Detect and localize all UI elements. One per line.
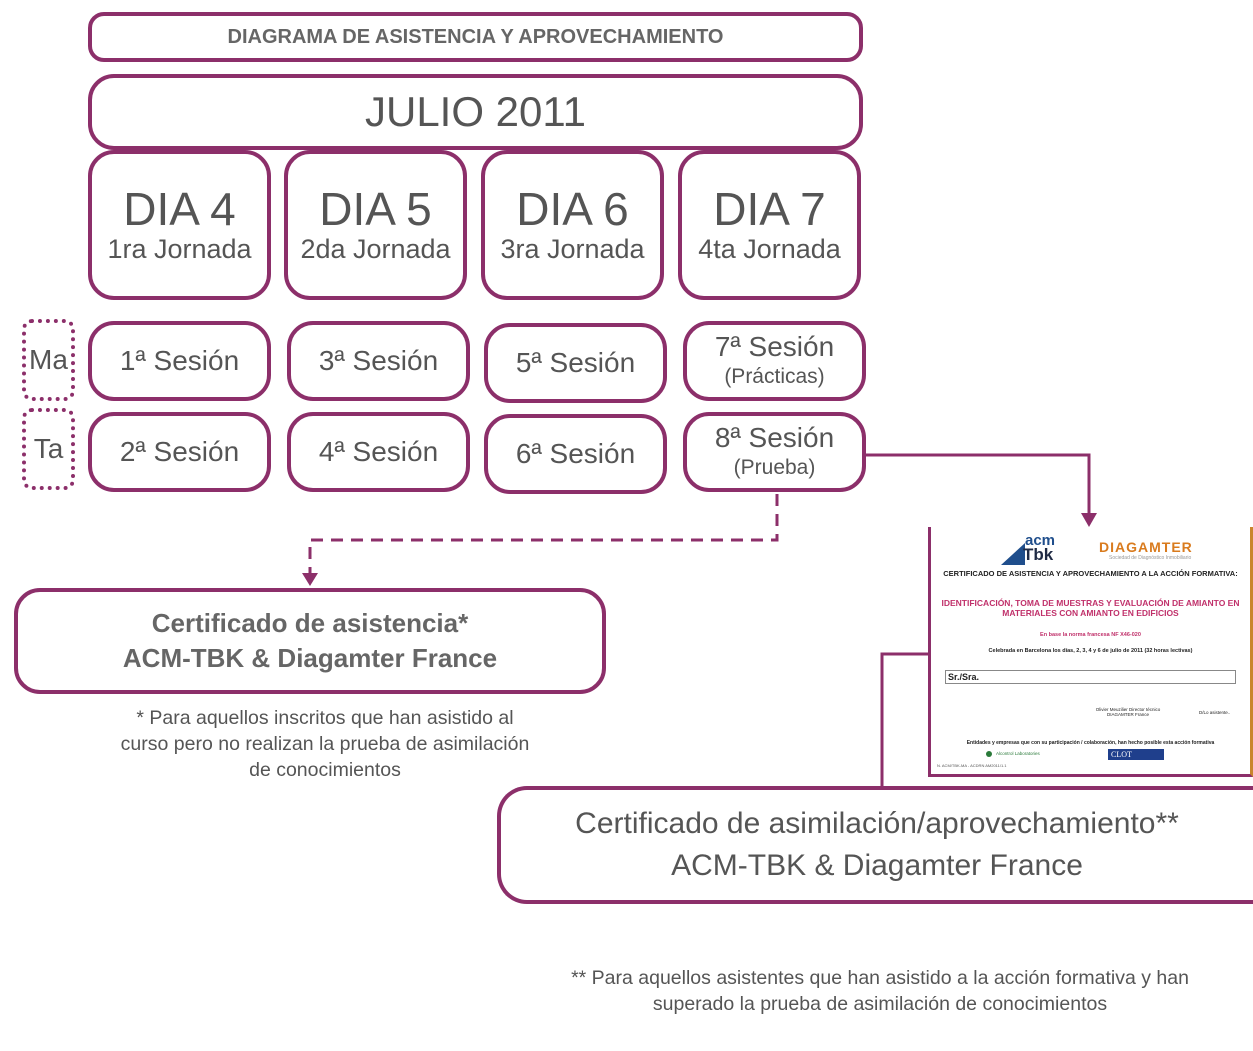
certificate-signer-director: Olivier Meuzilier Director técnico DIAGA… — [1095, 707, 1161, 718]
assimilation-certificate-title: Certificado de asimilación/aprovechamien… — [575, 807, 1179, 840]
alcontrol-logo-text: Alcontrol Laboratories — [996, 751, 1040, 757]
session-1: 1ª Sesión — [88, 321, 271, 401]
acm-logo-triangle — [1001, 543, 1025, 565]
clot-logo: CLOT — [1108, 749, 1164, 760]
period-afternoon: Ta — [22, 408, 75, 490]
attendance-certificate: Certificado de asistencia* ACM-TBK & Dia… — [14, 588, 606, 694]
session-label: 5ª Sesión — [515, 347, 636, 378]
diagamter-logo: DIAGAMTER — [1099, 539, 1193, 555]
alcontrol-logo: Alcontrol Laboratories — [986, 751, 1040, 757]
session-6: 6ª Sesión — [484, 414, 667, 494]
alcontrol-logo-mark — [986, 751, 992, 757]
dashed-connector — [308, 494, 779, 574]
solid-connector-cert — [880, 652, 945, 798]
attendance-certificate-issuers: ACM-TBK & Diagamter France — [122, 643, 498, 673]
session-7: 7ª Sesión (Prácticas) — [683, 321, 866, 401]
day-box-7: DIA 7 4ta Jornada — [678, 150, 861, 300]
session-4: 4ª Sesión — [287, 412, 470, 492]
session-3: 3ª Sesión — [287, 321, 470, 401]
certificate-name-field: Sr./Sra. — [945, 670, 1236, 684]
attendance-certificate-title: Certificado de asistencia* — [151, 607, 469, 638]
day-box-4: DIA 4 1ra Jornada — [88, 150, 271, 300]
attendance-note: * Para aquellos inscritos que han asisti… — [120, 707, 530, 782]
day-number: DIA 4 — [123, 183, 236, 236]
month-label: JULIO 2011 — [364, 88, 586, 135]
solid-connector-doc — [866, 453, 1091, 514]
day-jornada: 1ra Jornada — [107, 233, 252, 264]
day-number: DIA 5 — [319, 183, 432, 236]
assimilation-note: ** Para aquellos asistentes que han asis… — [571, 967, 1189, 1016]
month-box: JULIO 2011 — [88, 74, 863, 150]
diagram-title-text: DIAGRAMA DE ASISTENCIA Y APROVECHAMIENTO — [227, 25, 724, 48]
session-label: 1ª Sesión — [119, 345, 240, 376]
acm-tbk-logo: acm Tbk — [1001, 533, 1081, 567]
session-label: 3ª Sesión — [318, 345, 439, 376]
day-number: DIA 6 — [516, 183, 629, 236]
tbk-logo-text: Tbk — [1023, 545, 1054, 564]
certificate-signer-attendee: D/Lo asistente.. — [1199, 710, 1231, 715]
acm-logo-text: acm — [1025, 532, 1056, 549]
session-label: 6ª Sesión — [515, 438, 636, 469]
dashed-arrowhead — [302, 573, 318, 586]
session-sublabel: (Prácticas) — [724, 364, 825, 388]
session-label: 4ª Sesión — [318, 436, 439, 467]
session-label: 8ª Sesión — [714, 421, 835, 453]
certificate-document: acm Tbk DIAGAMTER Sociedad de Diagnóstic… — [928, 527, 1253, 777]
session-8: 8ª Sesión (Prueba) — [683, 412, 866, 492]
period-morning-label: Ma — [29, 344, 68, 375]
diagram-title: DIAGRAMA DE ASISTENCIA Y APROVECHAMIENTO — [88, 12, 863, 62]
assimilation-certificate: Certificado de asimilación/aprovechamien… — [497, 786, 1253, 904]
session-2: 2ª Sesión — [88, 412, 271, 492]
day-jornada: 3ra Jornada — [500, 233, 645, 264]
certificate-celebrated: Celebrada en Barcelona los días, 2, 3, 4… — [988, 648, 1193, 654]
solid-arrowhead-doc — [1081, 513, 1097, 527]
assimilation-certificate-issuers: ACM-TBK & Diagamter France — [671, 849, 1083, 882]
session-label: 2ª Sesión — [119, 436, 240, 467]
certificate-entities: Entidades y empresas que con su particip… — [966, 740, 1215, 746]
session-5: 5ª Sesión — [484, 323, 667, 403]
day-jornada: 2da Jornada — [300, 233, 451, 264]
session-label: 7ª Sesión — [714, 330, 835, 362]
day-number: DIA 7 — [713, 183, 826, 236]
certificate-norm: En base la norma francesa NF X46-020 — [1040, 632, 1141, 638]
day-box-5: DIA 5 2da Jornada — [284, 150, 467, 300]
session-sublabel: (Prueba) — [733, 455, 816, 479]
certificate-course: IDENTIFICACIÓN, TOMA DE MUESTRAS Y EVALU… — [941, 598, 1240, 618]
period-afternoon-label: Ta — [33, 433, 64, 464]
certificate-heading: CERTIFICADO DE ASISTENCIA Y APROVECHAMIE… — [943, 569, 1238, 578]
diagamter-logo-sub: Sociedad de Diagnóstico Inmobiliario — [1109, 555, 1192, 561]
period-morning: Ma — [22, 319, 75, 401]
day-jornada: 4ta Jornada — [698, 233, 841, 264]
certificate-footer: N. ACM/TBK-MA - ACDRN AM2011/1.1 — [937, 763, 1007, 768]
day-box-6: DIA 6 3ra Jornada — [481, 150, 664, 300]
